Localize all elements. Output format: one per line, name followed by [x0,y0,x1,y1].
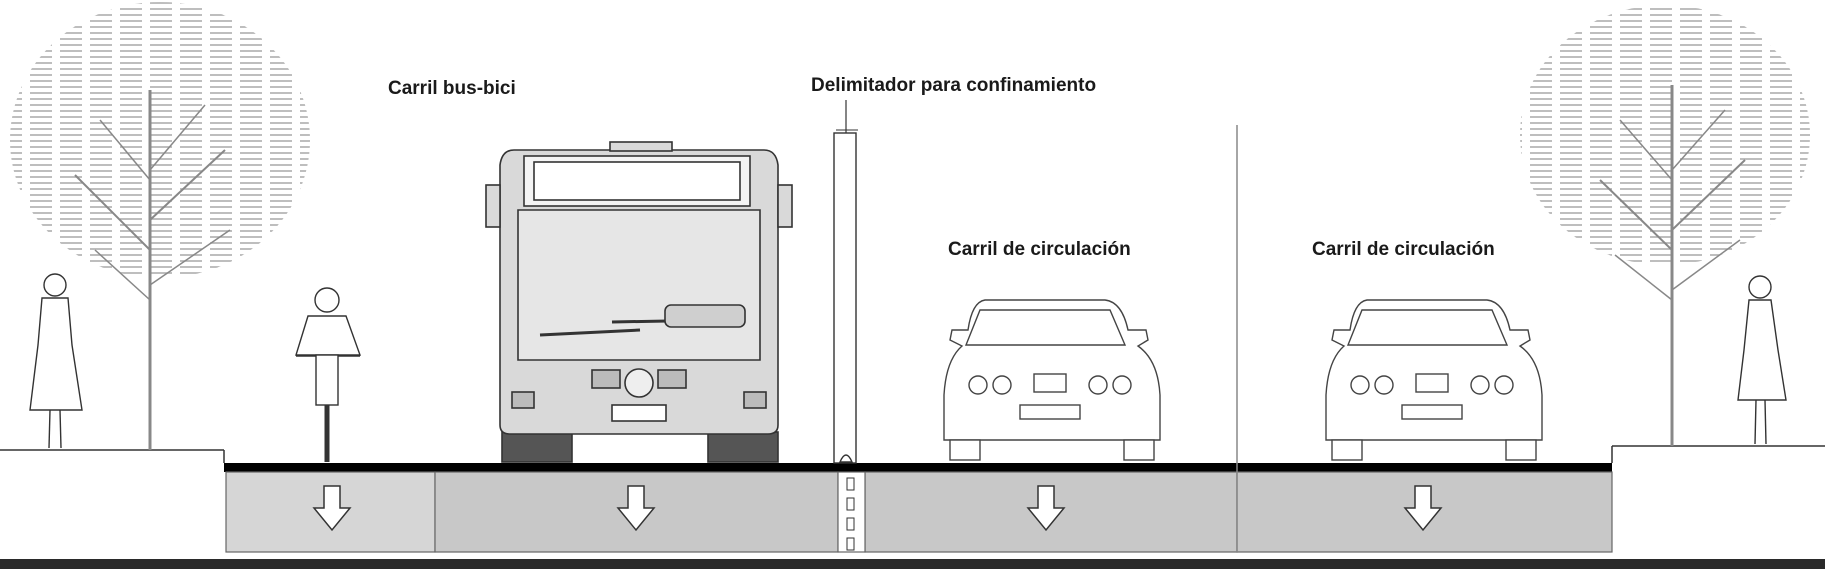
delimiter-strip [837,471,866,553]
cyclist-icon [295,287,361,462]
sidewalk-right [1611,445,1825,463]
label-traffic-lane-1: Carril de circulación [948,239,1131,260]
down-arrow-icon [1403,485,1443,532]
car-icon [943,299,1161,461]
delimiter-post-icon [833,100,858,464]
pedestrian-icon [29,273,83,449]
sidewalk-left [0,449,225,463]
tree-icon [1520,5,1810,446]
down-arrow-icon [1026,485,1066,532]
label-traffic-lane-2: Carril de circulación [1312,239,1495,260]
road-surface-band [224,463,1612,472]
down-arrow-icon [312,485,352,532]
label-bus-bike-lane: Carril bus-bici [388,78,516,99]
bus-icon [485,141,793,463]
car-icon [1325,299,1543,461]
label-delimiter: Delimitador para confinamiento [811,75,1097,96]
down-arrow-icon [616,485,656,532]
pedestrian-icon [1737,275,1787,445]
ground-base [0,559,1825,569]
tree-icon [10,2,310,450]
